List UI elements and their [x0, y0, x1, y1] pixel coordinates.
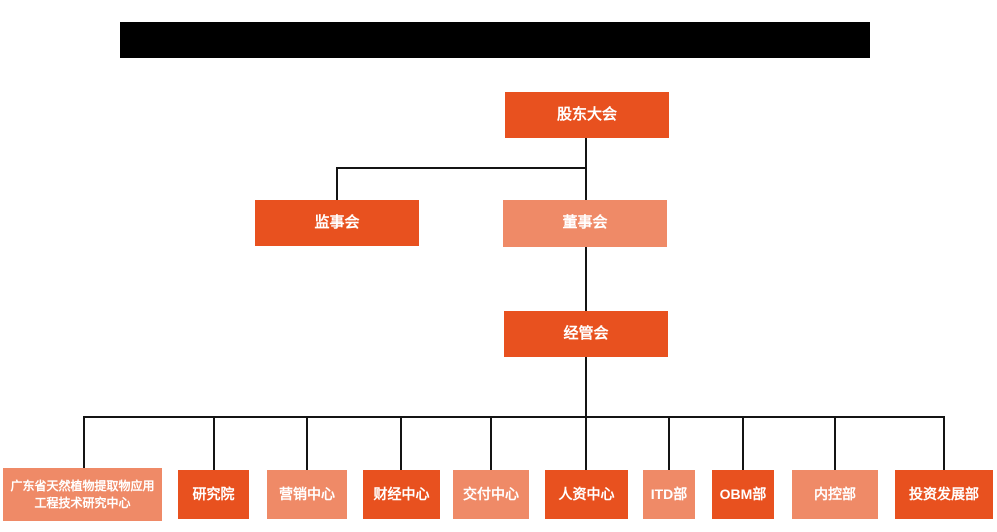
connector-drop-dept-9 [834, 416, 836, 470]
org-node-shareholders-meeting: 股东大会 [505, 92, 669, 138]
connector-root-down [585, 137, 587, 201]
org-node-dept-investment-development: 投资发展部 [895, 470, 993, 519]
connector-drop-dept-6 [585, 416, 587, 470]
org-node-dept-finance-center: 财经中心 [363, 470, 440, 519]
connector-departments-horizontal [83, 416, 945, 418]
connector-drop-dept-5 [490, 416, 492, 470]
org-node-board-of-directors: 董事会 [503, 200, 667, 247]
org-node-dept-itd: ITD部 [643, 470, 695, 519]
org-node-label: 人资中心 [558, 486, 615, 503]
org-node-dept-research-institute: 研究院 [178, 470, 249, 519]
org-node-label: 投资发展部 [909, 486, 979, 503]
org-node-label: 监事会 [314, 213, 360, 231]
connector-drop-dept-8 [742, 416, 744, 470]
connector-drop-dept-3 [306, 416, 308, 470]
redacted-title-bar [120, 22, 870, 58]
connector-management-down [585, 356, 587, 417]
connector-board-to-management [585, 246, 587, 312]
org-node-dept-obm: OBM部 [712, 470, 774, 519]
org-node-label: 营销中心 [279, 486, 335, 503]
org-node-dept-hr-center: 人资中心 [545, 470, 628, 519]
org-node-label: 广东省天然植物提取物应用工程技术研究中心 [10, 479, 155, 510]
connector-drop-dept-2 [213, 416, 215, 470]
org-node-management-committee: 经管会 [504, 311, 668, 357]
org-node-label: 董事会 [562, 214, 608, 232]
org-node-label: 经管会 [563, 324, 609, 342]
org-node-dept-research-center: 广东省天然植物提取物应用工程技术研究中心 [3, 468, 162, 521]
connector-drop-dept-4 [400, 416, 402, 470]
connector-to-supervisory [336, 167, 338, 201]
org-node-label: OBM部 [719, 486, 767, 503]
connector-drop-dept-1 [83, 416, 85, 469]
org-node-label: 内控部 [814, 486, 856, 503]
org-node-dept-internal-control: 内控部 [792, 470, 878, 519]
connector-drop-dept-7 [668, 416, 670, 470]
org-node-label: 交付中心 [463, 486, 519, 503]
org-node-label: 股东大会 [556, 105, 617, 123]
connector-drop-dept-10 [943, 416, 945, 470]
org-node-dept-marketing-center: 营销中心 [267, 470, 347, 519]
org-node-label: 研究院 [192, 486, 235, 503]
org-node-label: ITD部 [650, 486, 688, 503]
org-node-dept-delivery-center: 交付中心 [453, 470, 529, 519]
org-node-supervisory-board: 监事会 [255, 200, 419, 246]
connector-branch-horizontal [336, 167, 587, 169]
org-node-label: 财经中心 [373, 486, 430, 503]
